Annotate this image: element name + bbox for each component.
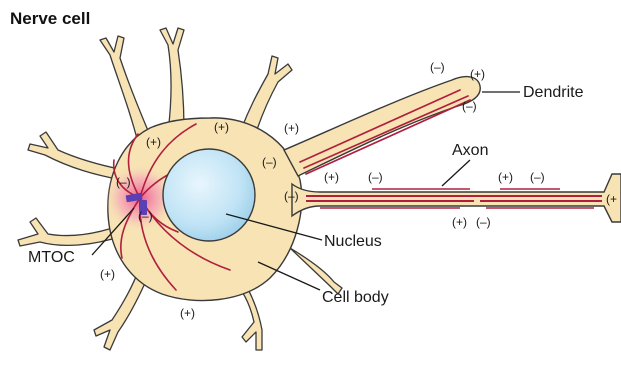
dendrite [284,77,480,176]
diagram-title: Nerve cell [10,9,90,28]
plus-end-marker: (+ [606,192,617,206]
minus-end-marker: (–) [284,189,299,203]
plus-end-marker: (+) [498,170,513,184]
plus-end-marker: (+) [324,170,339,184]
mtoc-label: MTOC [28,249,75,266]
minus-end-marker: (–) [116,175,131,189]
plus-end-marker: (+) [470,67,485,81]
plus-end-marker: (+) [180,306,195,320]
minus-end-marker: (–) [430,60,445,74]
minus-end-marker: (–) [368,170,383,184]
cell-body-label: Cell body [322,289,389,306]
plus-end-marker: (+) [284,121,299,135]
plus-end-marker: (+) [100,267,115,281]
nucleus [163,149,255,241]
minus-end-marker: (–) [476,215,491,229]
minus-end-marker: (–) [138,209,153,223]
axon-label: Axon [452,142,488,159]
minus-end-marker: (–) [462,99,477,113]
minus-end-marker: (–) [530,170,545,184]
plus-end-marker: (+) [214,120,229,134]
nucleus-label: Nucleus [324,233,382,250]
plus-end-marker: (+) [452,215,467,229]
minus-end-marker: (–) [262,155,277,169]
plus-end-marker: (+) [146,135,161,149]
dendrite-label: Dendrite [523,84,584,101]
